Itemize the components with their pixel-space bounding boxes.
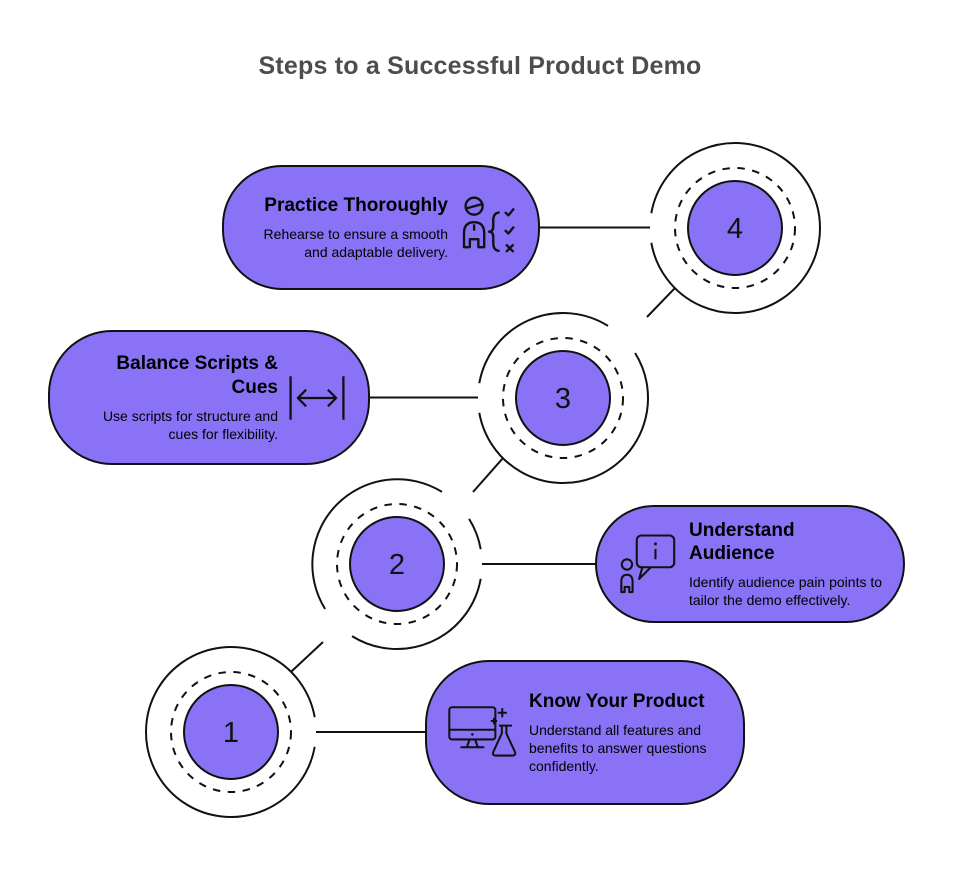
marker-3-disc	[515, 350, 611, 446]
diagonal-circle3-circle2	[472, 457, 504, 493]
person-checklist-icon	[462, 195, 515, 253]
diagonal-circle4-circle3	[646, 287, 676, 318]
marker-1-disc	[183, 684, 279, 780]
marker-1-outer-ring	[144, 646, 316, 818]
marker-4-dashed-ring	[674, 167, 796, 289]
step-4-description: Rehearse to ensure a smooth and adaptabl…	[263, 225, 448, 260]
marker-2-outer-ring	[311, 478, 482, 650]
marker-2-disc	[349, 516, 445, 612]
step-card-2: Understand Audience Identify audience pa…	[595, 505, 905, 623]
marker-4-outer-ring	[650, 142, 822, 314]
step-4-title: Practice Thoroughly	[264, 194, 448, 216]
diagonal-circle1-circle2	[290, 641, 324, 673]
step-1-title: Know Your Product	[529, 690, 705, 712]
step-number-2: 2	[389, 549, 405, 581]
step-marker-1: 1	[144, 646, 316, 818]
marker-1-dashed-ring	[170, 671, 292, 793]
connector-lines	[290, 226, 676, 733]
step-marker-2: 2	[311, 478, 482, 650]
step-card-4: Practice Thoroughly Rehearse to ensure a…	[222, 165, 540, 290]
step-number-1: 1	[223, 717, 239, 749]
step-2-description: Identify audience pain points to tailor …	[689, 574, 883, 609]
step-1-description: Understand all features and benefits to …	[529, 721, 707, 774]
step-number-4: 4	[727, 213, 743, 245]
step-2-title: Understand Audience	[689, 519, 795, 565]
marker-2-dashed-ring	[336, 503, 458, 625]
resize-arrow-icon	[289, 375, 345, 420]
step-3-description: Use scripts for structure and cues for f…	[102, 407, 278, 442]
marker-4-disc	[687, 180, 783, 276]
person-chat-info-icon	[620, 534, 676, 594]
marker-3-outer-ring	[478, 312, 649, 485]
page-title: Steps to a Successful Product Demo	[258, 52, 702, 80]
step-card-1: Know Your Product Understand all feature…	[425, 660, 745, 805]
step-3-title: Balance Scripts & Cues	[116, 353, 278, 398]
step-card-3: Balance Scripts & Cues Use scripts for s…	[48, 330, 370, 465]
monitor-flask-icon	[448, 705, 517, 757]
marker-3-dashed-ring	[502, 337, 624, 459]
step-marker-3: 3	[478, 312, 649, 485]
step-number-3: 3	[555, 383, 571, 415]
step-marker-4: 4	[650, 142, 822, 314]
